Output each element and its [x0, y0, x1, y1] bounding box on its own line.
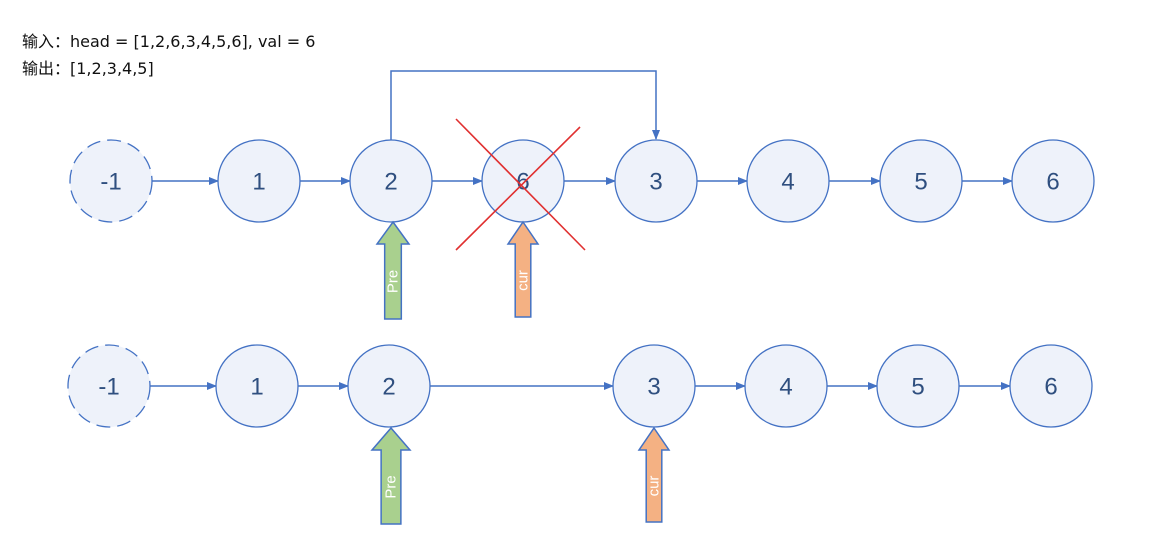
output-caption: 输出：[1,2,3,4,5]: [22, 59, 154, 78]
dummy-head-node: [69, 139, 153, 223]
node-value-label: -1: [98, 374, 119, 401]
node-value-label: 2: [382, 374, 395, 401]
list-node: [879, 139, 963, 223]
node-value-label: 5: [911, 374, 924, 401]
pre-pointer-label: Pre: [385, 270, 402, 293]
bypass-link-arrow: [390, 70, 660, 140]
node-value-label: 3: [647, 374, 660, 401]
list-node: [744, 344, 828, 428]
node-value-label: 2: [384, 169, 397, 196]
list-node: [217, 139, 301, 223]
node-value-label: 4: [781, 169, 794, 196]
cur-pointer-arrow: [506, 220, 540, 318]
list-node: [349, 139, 433, 223]
cur-pointer-label: cur: [515, 270, 532, 291]
input-caption: 输入：head = [1,2,6,3,4,5,6], val = 6: [22, 32, 316, 51]
node-value-label: 4: [779, 374, 792, 401]
pre-pointer-label: Pre: [383, 475, 400, 498]
list-node: [746, 139, 830, 223]
node-value-label: 6: [1044, 374, 1057, 401]
list-node: [614, 139, 698, 223]
list-node: [215, 344, 299, 428]
list-node: [1011, 139, 1095, 223]
dummy-head-node: [67, 344, 151, 428]
node-value-label: 6: [516, 169, 529, 196]
node-value-label: 6: [1046, 169, 1059, 196]
pre-pointer-arrow: [375, 220, 411, 320]
removed-node-cross: [455, 118, 586, 251]
node-value-label: 1: [250, 374, 263, 401]
list-node: [347, 344, 431, 428]
pre-pointer-arrow: [370, 426, 412, 525]
list-node: [1009, 344, 1093, 428]
node-value-label: -1: [100, 169, 121, 196]
node-value-label: 1: [252, 169, 265, 196]
cur-pointer-label: cur: [646, 476, 663, 497]
cur-pointer-arrow: [637, 426, 671, 523]
node-value-label: 3: [649, 169, 662, 196]
list-node: [876, 344, 960, 428]
node-value-label: 5: [914, 169, 927, 196]
